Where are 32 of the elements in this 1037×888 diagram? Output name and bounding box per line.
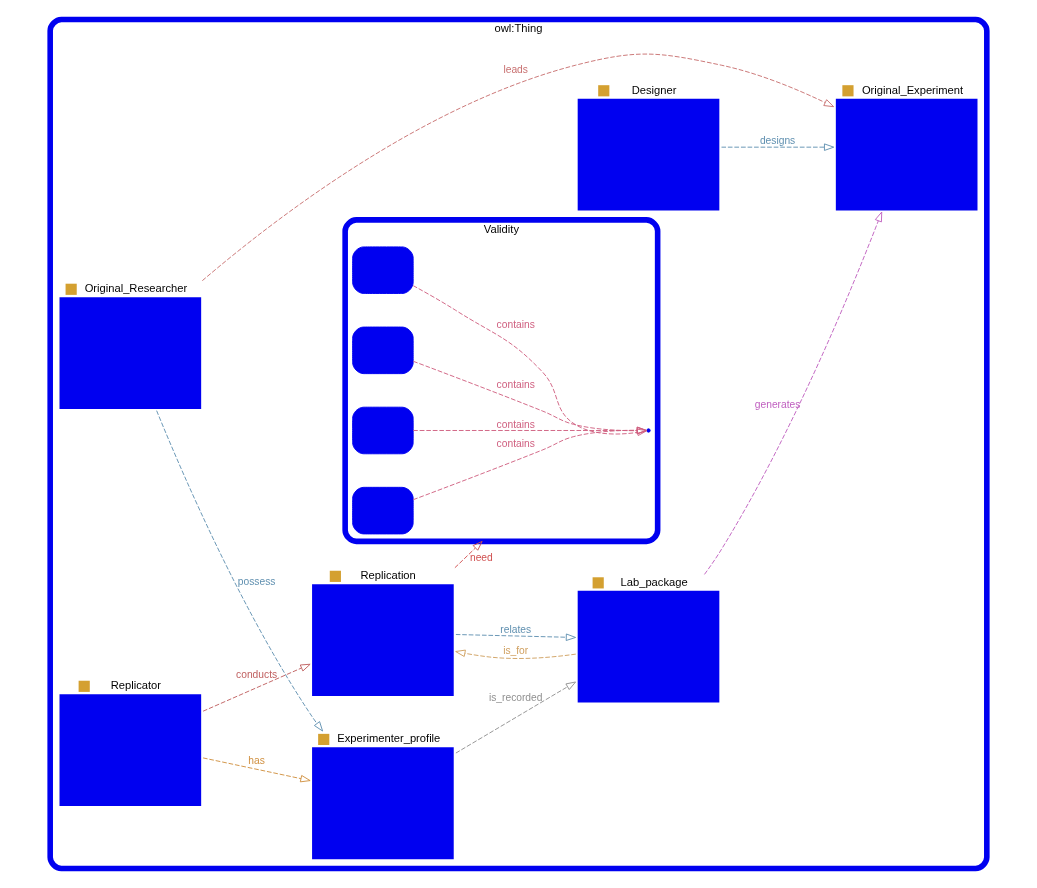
arrow	[721, 143, 835, 151]
arrow	[454, 540, 483, 569]
arrow	[412, 426, 647, 501]
edge-label: is_for	[503, 644, 529, 656]
edge-label: contains	[496, 318, 535, 330]
edge-label: conducts	[236, 669, 278, 681]
arrow	[412, 285, 648, 437]
node-box	[352, 326, 414, 375]
edge-label: contains	[496, 379, 535, 391]
edge-label: leads	[503, 64, 528, 76]
node-box	[352, 406, 414, 455]
arrow	[455, 649, 577, 659]
arrow	[704, 211, 883, 575]
edge-label: has	[248, 754, 265, 766]
arrow	[412, 360, 647, 435]
edge-label: relates	[500, 623, 532, 635]
node-box	[352, 486, 414, 535]
node-box	[352, 246, 414, 294]
arrow	[202, 757, 311, 783]
edge-label: possess	[237, 576, 276, 588]
arrow	[156, 410, 324, 732]
arrow	[412, 426, 647, 435]
arrow	[202, 663, 311, 712]
edge-label: is_recorded	[488, 691, 543, 703]
edge-label: designs	[759, 135, 796, 147]
arrow	[201, 53, 835, 282]
edge-label: contains	[496, 438, 535, 450]
edge-label: generates	[754, 398, 801, 410]
arrow	[455, 681, 577, 754]
edge-label: contains	[496, 418, 535, 430]
edge-label: need	[469, 552, 493, 564]
arrow	[455, 633, 577, 641]
